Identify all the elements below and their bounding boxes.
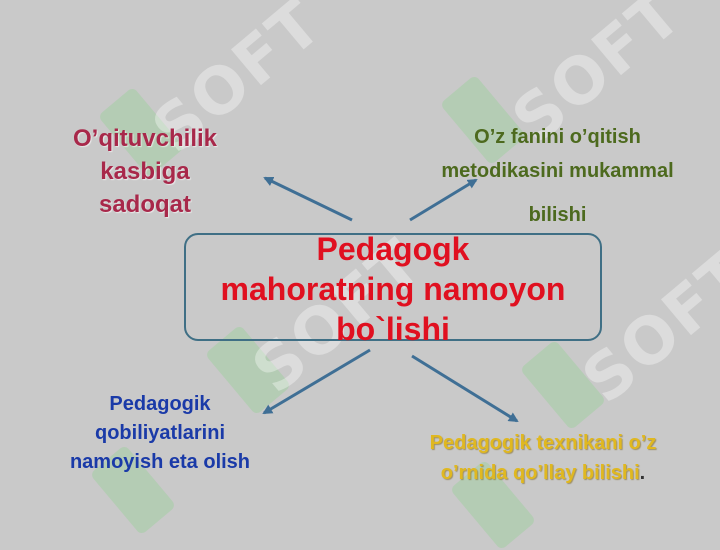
- node-line: sadoqat: [98, 191, 191, 218]
- arrow-bottom-right: [411, 354, 519, 423]
- node-line: kasbiga: [100, 158, 190, 185]
- node-line: O’qituvchilik: [72, 125, 218, 152]
- arrow-bottom-left: [262, 348, 371, 415]
- node-line: qobiliyatlarini: [94, 422, 226, 444]
- node-line-text: o’rnida qo’llay bilishi: [440, 462, 640, 484]
- node-top-right: O’z fanini o’qitish metodikasini mukamma…: [390, 122, 720, 186]
- center-title: Pedagogk mahoratning namoyon bo`lishi: [184, 229, 602, 349]
- node-bottom-right: Pedagogik texnikani o’z o’rnida qo’llay …: [378, 428, 708, 488]
- arrow-top-right: [409, 178, 478, 222]
- node-top-right-extra: bilishi: [528, 204, 587, 226]
- center-title-line: Pedagogk: [316, 231, 470, 267]
- node-line: namoyish eta olish: [69, 451, 251, 473]
- node-line: O’z fanini o’qitish: [474, 126, 641, 148]
- period: .: [639, 462, 646, 484]
- node-line: Pedagogik: [109, 393, 211, 415]
- center-title-line: bo`lishi: [336, 311, 450, 347]
- node-line: metodikasini mukammal: [441, 160, 674, 182]
- node-line: o’rnida qo’llay bilishi.: [378, 458, 708, 488]
- node-top-left: O’qituvchilik kasbiga sadoqat: [40, 122, 250, 221]
- node-bottom-left: Pedagogik qobiliyatlarini namoyish eta o…: [40, 390, 280, 477]
- center-title-line: mahoratning namoyon: [220, 271, 566, 307]
- node-line: Pedagogik texnikani o’z: [429, 432, 657, 454]
- arrow-top-left: [263, 176, 353, 222]
- center-box: [184, 233, 602, 341]
